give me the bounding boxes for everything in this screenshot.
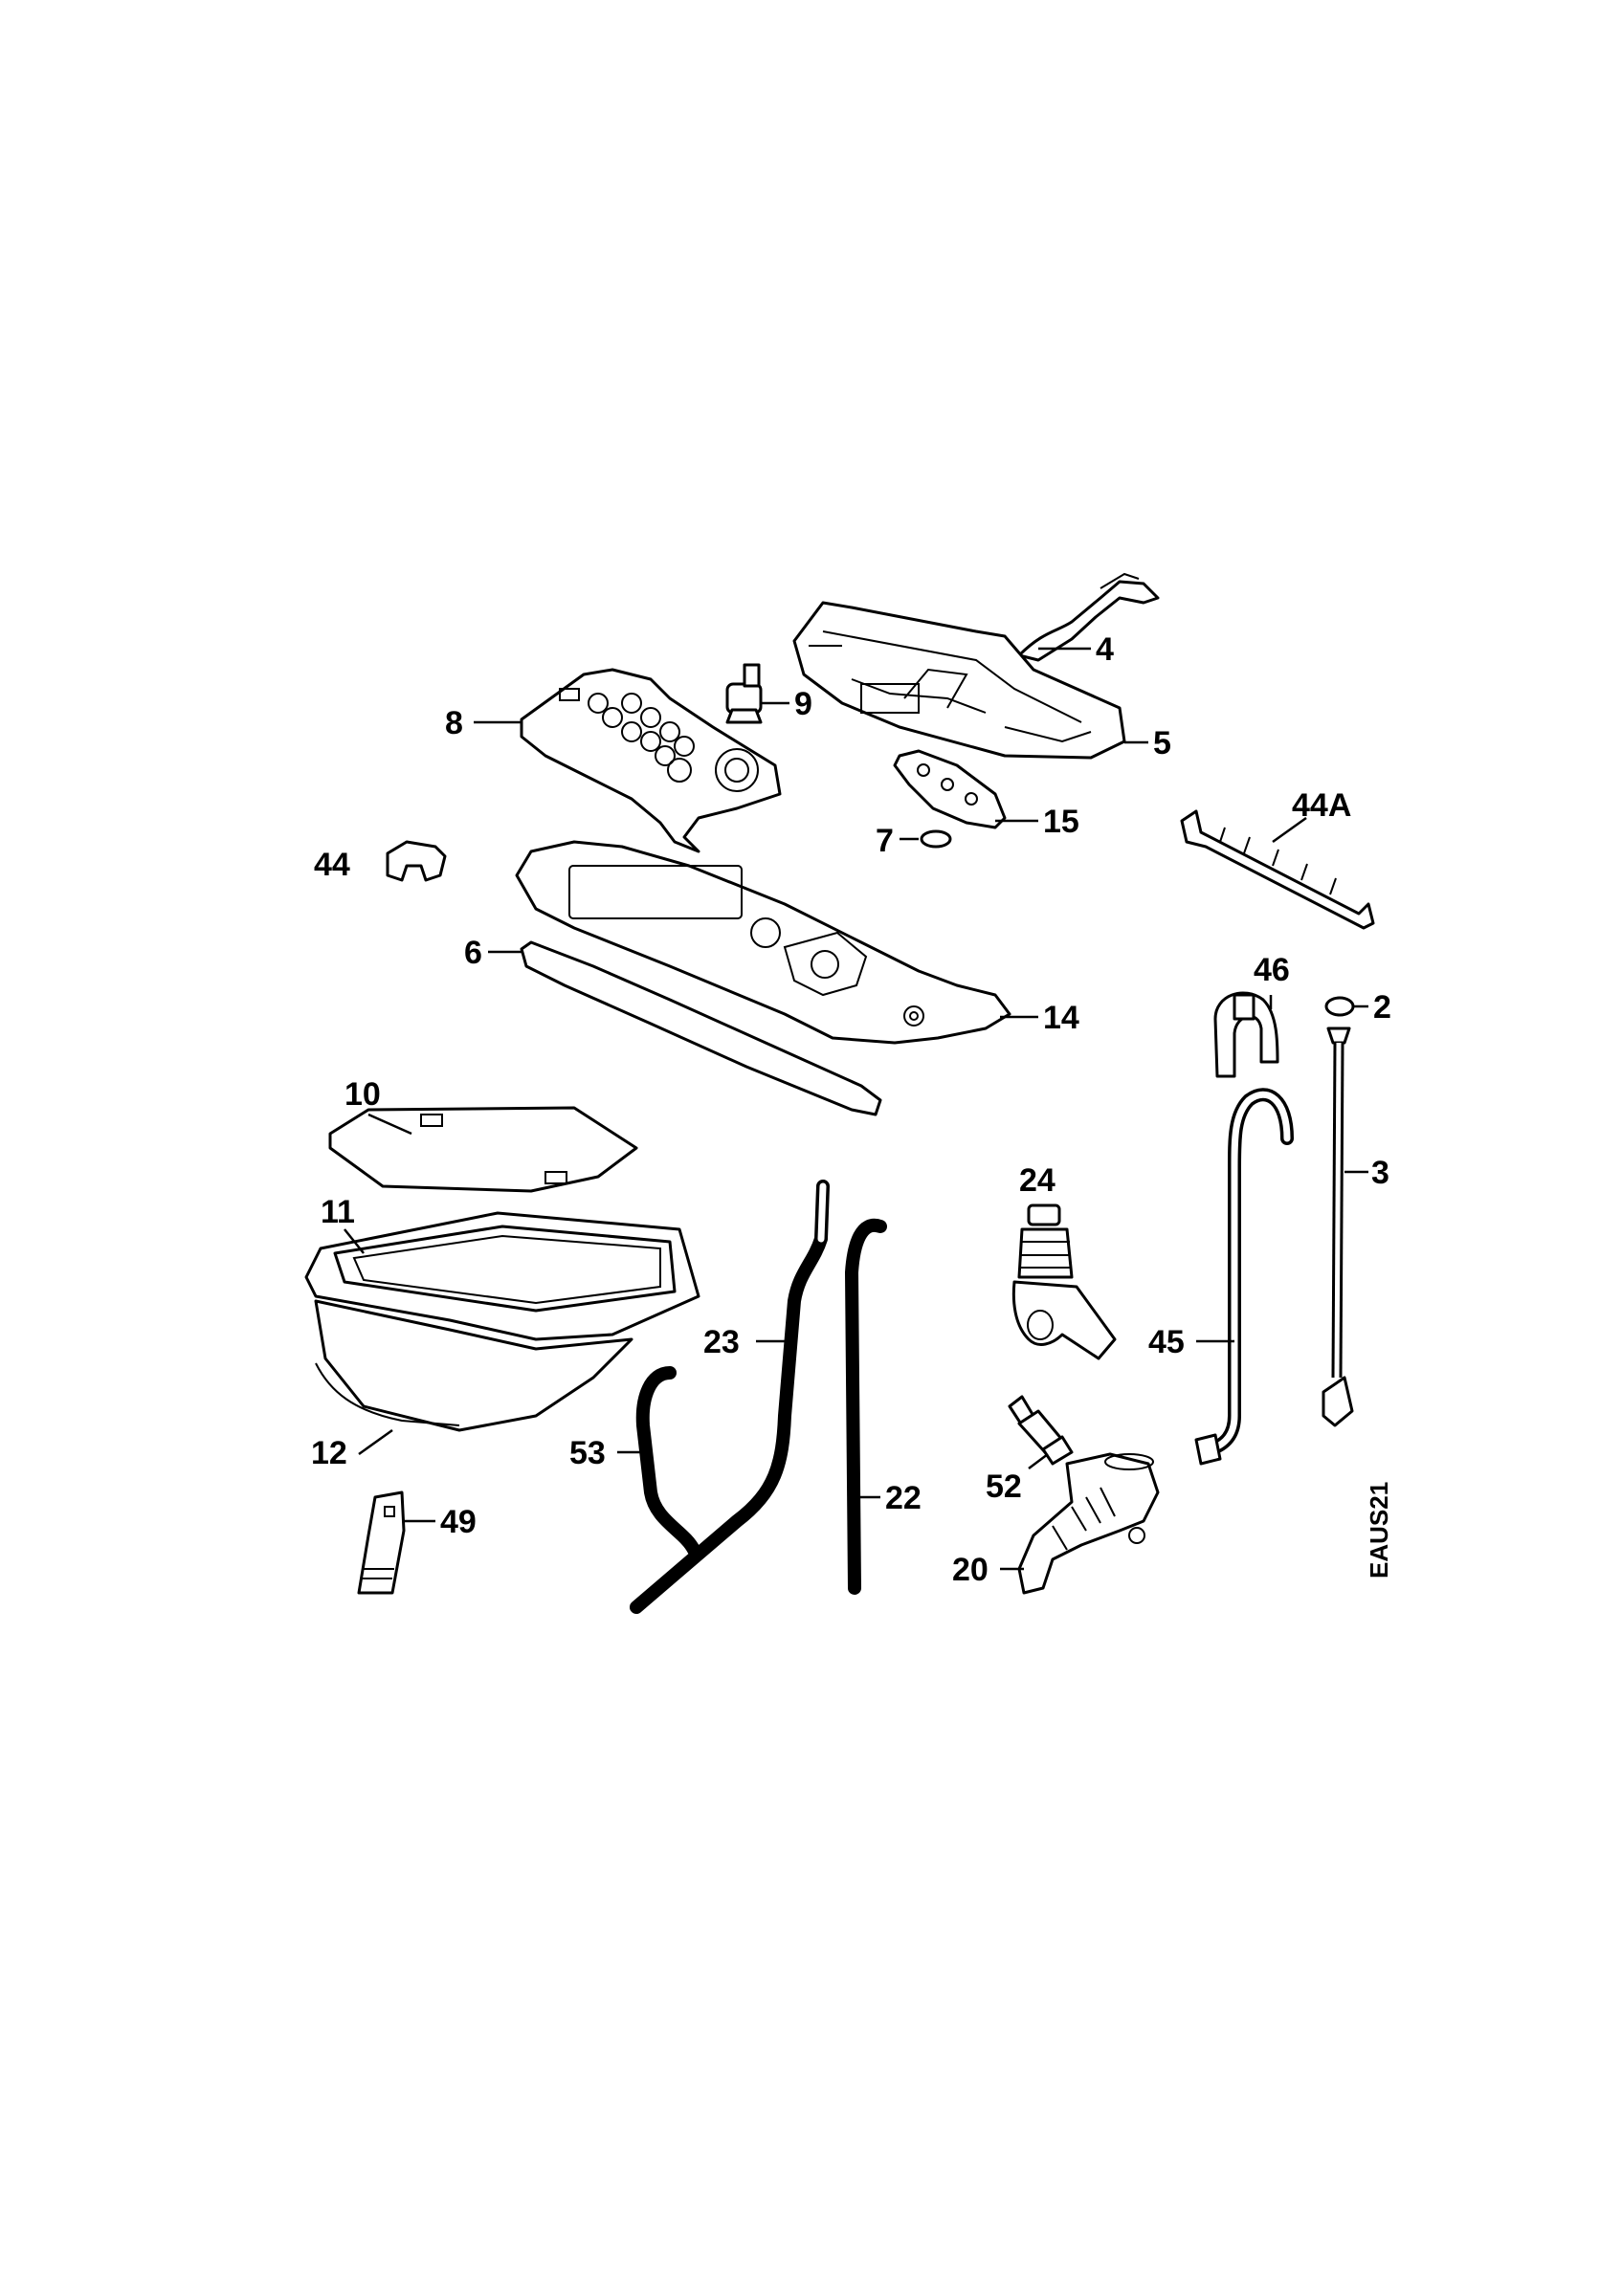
callout-52: 52 xyxy=(986,1468,1022,1505)
part-45-drain-hose xyxy=(1194,1088,1294,1466)
callout-46: 46 xyxy=(1254,952,1290,988)
callout-3: 3 xyxy=(1371,1155,1389,1191)
part-8-control-panel xyxy=(520,668,782,853)
callout-23: 23 xyxy=(703,1324,740,1360)
part-9-knob xyxy=(725,663,763,724)
callout-22: 22 xyxy=(885,1480,922,1516)
leader-52 xyxy=(1028,1453,1049,1469)
part-49-bracket xyxy=(357,1490,406,1595)
part-5-dispenser-housing xyxy=(792,601,1126,760)
part-6-gasket-strip xyxy=(520,940,882,1116)
callout-11: 11 xyxy=(321,1194,355,1230)
callout-20: 20 xyxy=(952,1552,989,1588)
leader-10 xyxy=(367,1113,412,1136)
leader-44a xyxy=(1272,816,1307,844)
drawing-code: EAUS21 xyxy=(1365,1482,1393,1578)
leader-12 xyxy=(358,1428,393,1456)
callout-44: 44 xyxy=(314,847,350,883)
part-53-hose xyxy=(635,1366,700,1556)
callout-12: 12 xyxy=(311,1435,347,1471)
callout-10: 10 xyxy=(344,1076,381,1113)
callout-44a: 44A xyxy=(1292,787,1351,824)
callout-15: 15 xyxy=(1043,804,1079,840)
callout-7: 7 xyxy=(876,823,894,859)
callout-49: 49 xyxy=(440,1504,477,1540)
part-44-clip xyxy=(386,840,447,882)
part-46-hose-guide xyxy=(1213,991,1279,1078)
part-24-bellows xyxy=(1011,1203,1117,1360)
part-2-washer xyxy=(1324,996,1355,1017)
part-20-drain-bellows xyxy=(1017,1452,1160,1595)
part-4-lever xyxy=(1017,572,1160,662)
part-11-door-seal xyxy=(304,1211,700,1341)
part-52-connector xyxy=(1008,1395,1074,1466)
part-10-lid-panel xyxy=(328,1106,638,1193)
part-14-frame-plate xyxy=(515,840,1011,1045)
leader-11 xyxy=(344,1228,365,1254)
callout-53: 53 xyxy=(569,1435,606,1471)
callout-9: 9 xyxy=(794,686,812,722)
part-12-tub-seal xyxy=(314,1299,633,1432)
part-7-o-ring xyxy=(920,829,952,849)
callout-6: 6 xyxy=(464,935,482,971)
callout-24: 24 xyxy=(1019,1162,1055,1199)
part-15-nozzle xyxy=(893,749,1007,829)
callout-45: 45 xyxy=(1148,1324,1185,1360)
callout-5: 5 xyxy=(1153,725,1171,762)
part-22-hose xyxy=(845,1218,887,1595)
callout-8: 8 xyxy=(445,705,463,741)
part-3-inlet-hose xyxy=(1322,1027,1354,1427)
callout-14: 14 xyxy=(1043,1000,1079,1036)
callout-2: 2 xyxy=(1373,989,1391,1026)
part-44a-hinge-rail xyxy=(1180,809,1375,930)
part-23-hose xyxy=(630,1180,830,1614)
callout-4: 4 xyxy=(1096,631,1114,668)
